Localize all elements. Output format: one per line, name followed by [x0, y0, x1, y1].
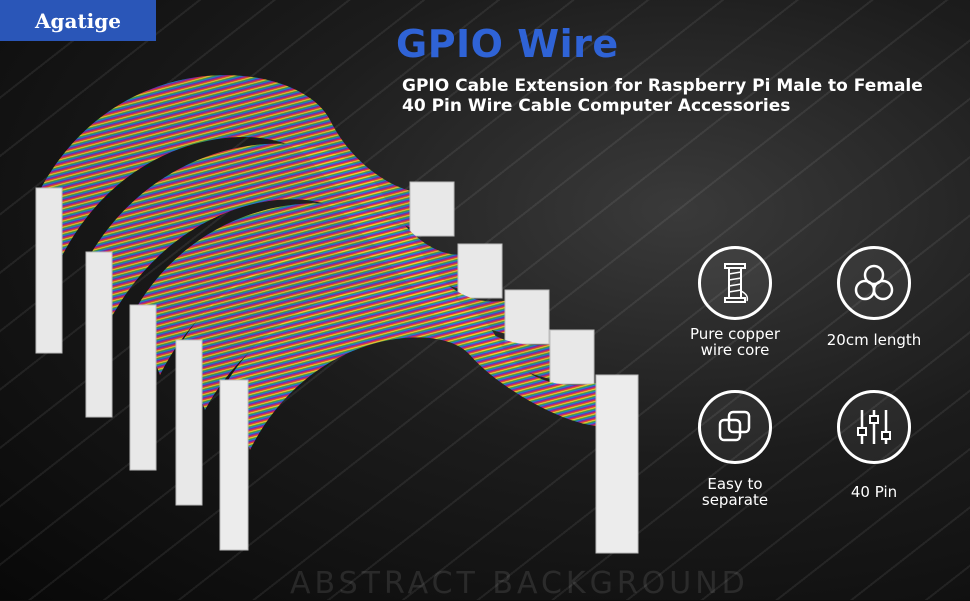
- page-title: GPIO Wire: [396, 22, 619, 66]
- feature-easy-separate: Easy to separate: [680, 390, 790, 508]
- ribbon-cable-5: [219, 287, 639, 554]
- brand-badge: Agatige: [0, 0, 156, 41]
- feature-circle: [837, 246, 911, 320]
- feature-label: 20cm length: [826, 331, 922, 349]
- background-watermark: ABSTRACT BACKGROUND: [290, 566, 749, 601]
- sliders-icon: [857, 410, 891, 444]
- wire-spool-icon: [724, 263, 749, 303]
- feature-circle: [698, 390, 772, 464]
- ribbon-cable-4: [175, 247, 595, 506]
- feature-circle: [837, 390, 911, 464]
- product-subtitle: GPIO Cable Extension for Raspberry Pi Ma…: [402, 76, 942, 116]
- subtitle-line-1: GPIO Cable Extension for Raspberry Pi Ma…: [402, 76, 923, 96]
- three-circles-icon: [854, 264, 894, 301]
- feature-pure-copper: Pure copper wire core: [680, 246, 790, 358]
- overlapping-squares-icon: [718, 410, 751, 442]
- feature-20cm-length: 20cm length: [819, 246, 929, 348]
- brand-name: Agatige: [34, 8, 121, 33]
- ribbon-cable-3: [129, 203, 550, 471]
- ribbon-cable-2: [85, 143, 503, 418]
- ribbon-cable-1: [35, 75, 455, 354]
- feature-circle: [698, 246, 772, 320]
- feature-label: 40 Pin: [850, 483, 898, 501]
- feature-label: Easy to separate: [701, 475, 769, 509]
- feature-40-pin: 40 Pin: [819, 390, 929, 500]
- feature-label: Pure copper wire core: [690, 325, 780, 359]
- subtitle-line-2: 40 Pin Wire Cable Computer Accessories: [402, 96, 791, 116]
